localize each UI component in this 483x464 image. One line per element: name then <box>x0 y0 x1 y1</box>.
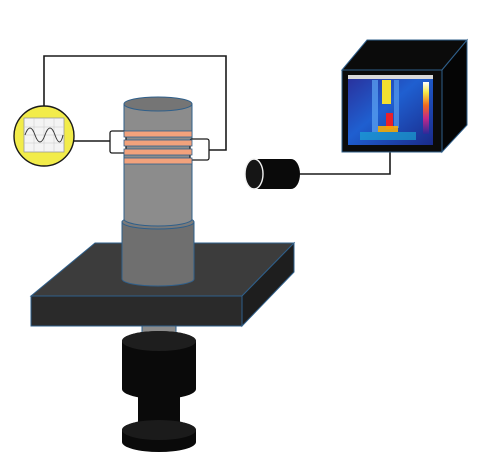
platform-front <box>30 295 243 327</box>
platform-side <box>241 241 295 328</box>
coil-turn <box>123 148 193 156</box>
column-upper-segment <box>123 103 193 227</box>
column-top <box>123 96 193 112</box>
thermal-hot-column <box>382 80 391 104</box>
sine-wave <box>24 127 64 143</box>
coil-circuit-wire <box>43 55 227 151</box>
coil-turn <box>123 157 193 165</box>
camera-cable <box>300 152 391 175</box>
column-lower-segment <box>121 221 195 287</box>
induction-coil <box>109 130 210 165</box>
camera-lens <box>244 158 264 190</box>
coil-turn <box>123 139 193 147</box>
thermal-image-monitor-icon <box>340 38 469 154</box>
sine-wave-oscilloscope-icon <box>13 105 75 167</box>
coil-lead-right <box>189 138 210 161</box>
motor-base <box>122 317 196 452</box>
thermal-hot-spot <box>386 113 393 129</box>
thermal-color-scale <box>423 82 429 134</box>
infrared-camera-icon <box>244 158 300 190</box>
sample-column <box>121 96 195 287</box>
coil-turn <box>123 130 193 138</box>
